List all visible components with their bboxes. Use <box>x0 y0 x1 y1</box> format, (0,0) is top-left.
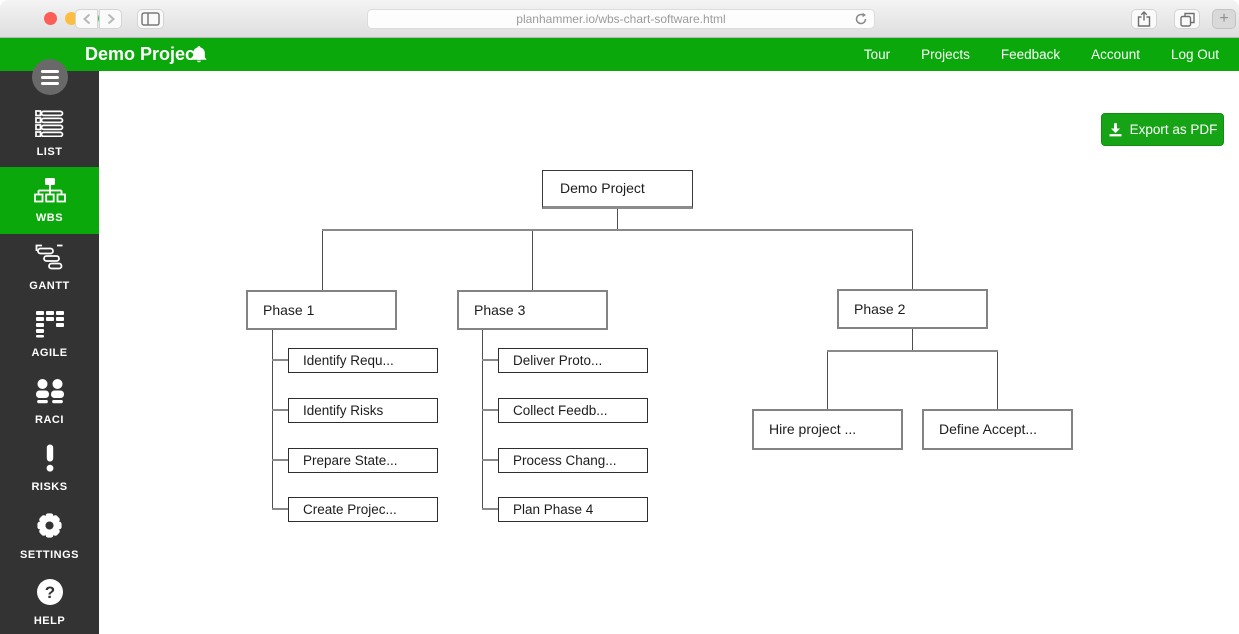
sidebar-item-gantt[interactable]: GANTT <box>0 234 99 301</box>
wbs-task-node[interactable]: Process Chang... <box>498 448 648 473</box>
forward-button[interactable] <box>99 9 122 29</box>
nav-link-logout[interactable]: Log Out <box>1170 47 1219 62</box>
new-tab-button[interactable]: + <box>1212 9 1236 29</box>
connector-line <box>482 409 499 411</box>
connector-line <box>482 459 499 461</box>
connector-line <box>322 229 913 231</box>
kanban-icon <box>35 311 64 338</box>
hamburger-icon <box>41 69 59 73</box>
sidebar-item-risks[interactable]: RISKS <box>0 435 99 502</box>
export-pdf-button[interactable]: Export as PDF <box>1101 113 1224 146</box>
project-title: Demo Project <box>85 44 202 64</box>
wbs-node-phase-1[interactable]: Phase 1 <box>246 290 397 330</box>
reload-icon <box>855 12 867 25</box>
close-window-button[interactable] <box>44 12 57 25</box>
svg-text:?: ? <box>44 583 54 602</box>
back-button[interactable] <box>75 9 98 29</box>
sidebar: LIST WBS GANTT AGILE RACI RISKS SETTINGS <box>0 71 99 634</box>
chevron-right-icon <box>107 13 115 25</box>
sidebar-item-label: RACI <box>35 413 64 426</box>
nav-link-feedback[interactable]: Feedback <box>1000 47 1061 62</box>
connector-line <box>532 231 533 290</box>
question-icon: ? <box>36 579 63 605</box>
sidebar-item-label: AGILE <box>31 347 68 359</box>
wbs-task-node[interactable]: Collect Feedb... <box>498 398 648 423</box>
nav-link-projects[interactable]: Projects <box>921 47 970 62</box>
wbs-task-node[interactable]: Create Projec... <box>288 497 438 522</box>
wbs-node-phase-3[interactable]: Phase 3 <box>457 290 608 330</box>
nav-link-tour[interactable]: Tour <box>863 47 891 62</box>
connector-line <box>912 231 913 289</box>
main-content <box>99 71 1239 634</box>
wbs-task-node[interactable]: Identify Risks <box>288 398 438 423</box>
sidebar-item-agile[interactable]: AGILE <box>0 301 99 368</box>
address-bar[interactable]: planhammer.io/wbs-chart-software.html <box>367 9 875 29</box>
navbar-links: Tour Projects Feedback Account Log Out <box>864 47 1219 62</box>
download-icon <box>1109 122 1122 136</box>
sidebar-item-label: HELP <box>33 615 66 627</box>
sidebar-item-wbs[interactable]: WBS <box>0 167 99 234</box>
app-navbar: Demo Project Tour Projects Feedback Acco… <box>0 38 1239 71</box>
share-icon <box>1137 11 1151 27</box>
users-icon <box>35 378 64 403</box>
sidebar-item-label: SETTINGS <box>19 548 79 561</box>
connector-line <box>827 352 828 409</box>
sidebar-item-label: WBS <box>35 212 64 224</box>
connector-line <box>482 330 483 510</box>
connector-line <box>482 508 499 510</box>
sidebar-item-label: LIST <box>36 146 63 158</box>
sidebar-item-help[interactable]: ? HELP <box>0 569 99 634</box>
connector-line <box>272 409 289 411</box>
share-button[interactable] <box>1131 9 1157 29</box>
wbs-task-node[interactable]: Define Accept... <box>922 409 1073 450</box>
connector-line <box>272 508 289 510</box>
wbs-task-node[interactable]: Identify Requ... <box>288 348 438 373</box>
wbs-task-node[interactable]: Deliver Proto... <box>498 348 648 373</box>
reload-button[interactable] <box>854 12 868 26</box>
export-pdf-label: Export as PDF <box>1129 122 1218 137</box>
gear-icon <box>37 512 62 538</box>
connector-line <box>827 350 998 352</box>
nav-link-account[interactable]: Account <box>1091 47 1140 62</box>
browser-chrome: planhammer.io/wbs-chart-software.html + <box>0 0 1239 38</box>
gantt-bars-icon <box>35 244 63 270</box>
sitemap-icon <box>33 178 66 203</box>
sidebar-item-label: GANTT <box>29 280 70 292</box>
menu-hamburger-button[interactable] <box>32 59 68 95</box>
exclamation-icon <box>46 444 53 472</box>
sidebar-item-list[interactable]: LIST <box>0 100 99 167</box>
tabs-icon <box>1179 12 1195 27</box>
sidebar-panel-icon <box>141 12 160 26</box>
show-tabs-button[interactable] <box>1174 9 1200 29</box>
wbs-task-node[interactable]: Hire project ... <box>752 409 903 450</box>
connector-line <box>912 329 913 350</box>
wbs-node-root[interactable]: Demo Project <box>542 170 693 209</box>
connector-line <box>322 231 323 290</box>
connector-line <box>272 330 273 510</box>
sidebar-toggle-button[interactable] <box>137 9 164 29</box>
list-icon <box>35 110 64 137</box>
connector-line <box>272 459 289 461</box>
notifications-bell-icon[interactable] <box>190 45 208 64</box>
url-text: planhammer.io/wbs-chart-software.html <box>516 12 726 26</box>
connector-line <box>997 352 998 409</box>
connector-line <box>617 209 618 230</box>
wbs-task-node[interactable]: Plan Phase 4 <box>498 497 648 522</box>
sidebar-item-raci[interactable]: RACI <box>0 368 99 435</box>
wbs-node-phase-2[interactable]: Phase 2 <box>837 289 988 329</box>
connector-line <box>482 359 499 361</box>
sidebar-item-label: RISKS <box>31 481 68 493</box>
minimize-window-button[interactable] <box>65 12 78 25</box>
connector-line <box>272 359 289 361</box>
wbs-task-node[interactable]: Prepare State... <box>288 448 438 473</box>
chevron-left-icon <box>82 13 90 25</box>
sidebar-item-settings[interactable]: SETTINGS <box>0 502 99 569</box>
